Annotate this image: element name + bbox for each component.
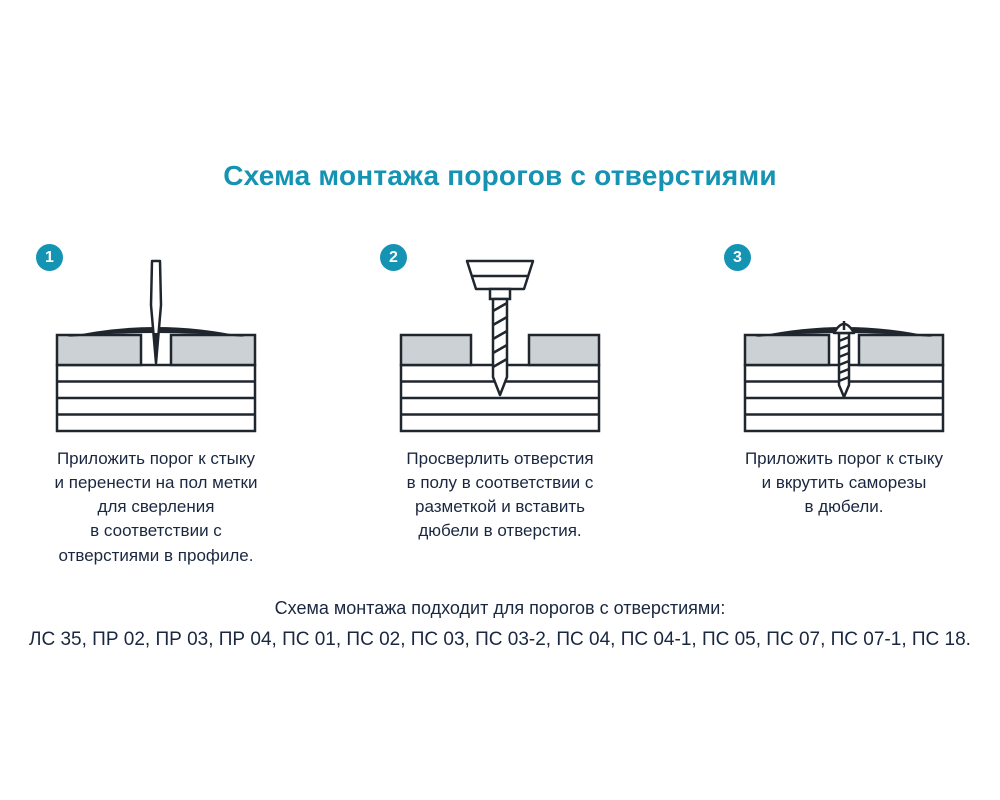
screw-into-dowel-icon [743, 321, 945, 433]
step-3-number-badge: 3 [724, 244, 751, 271]
step-2: 2 Просвер [376, 244, 624, 568]
steps-row: 1 Приложить порог к стыку и перенести на… [0, 244, 1000, 568]
step-2-caption: Просверлить отверстия в полу в соответст… [406, 449, 594, 541]
step-2-number-badge: 2 [380, 244, 407, 271]
step-3-caption: Приложить порог к стыку и вкрутить самор… [744, 449, 944, 517]
step-1-caption: Приложить порог к стыку и перенести на п… [54, 449, 258, 565]
drill-bit-icon [399, 259, 601, 433]
awl-marking-floor-icon [55, 259, 257, 433]
step-1-number-badge: 1 [36, 244, 63, 271]
step-1: 1 Приложить порог к стыку и перенести на… [32, 244, 280, 568]
footer-model-list: ЛС 35, ПР 02, ПР 03, ПР 04, ПС 01, ПС 02… [29, 628, 971, 650]
footer-compatibility-text: Схема монтажа подходит для порогов с отв… [274, 597, 726, 618]
footer: Схема монтажа подходит для порогов с отв… [0, 598, 1000, 651]
page-title: Схема монтажа порогов с отверстиями [223, 160, 777, 191]
step-3: 3 [720, 244, 968, 568]
